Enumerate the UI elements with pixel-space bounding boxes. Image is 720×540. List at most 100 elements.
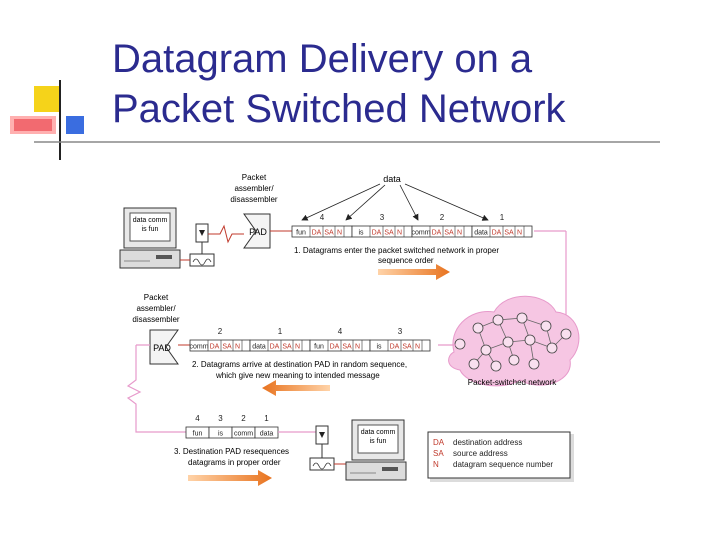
row1-payload: fun — [296, 230, 306, 237]
row1-payload: comm — [411, 230, 430, 237]
row2-sa: SA — [282, 344, 292, 351]
row1-da: DA — [492, 230, 502, 237]
row1-sequence-number: 3 — [380, 213, 385, 222]
row1-sa: SA — [324, 230, 334, 237]
row2-n: N — [415, 344, 420, 351]
source-terminal: data comm is fun — [119, 207, 181, 269]
step3-text-line2: datagrams in proper order — [188, 458, 281, 467]
slide-title-line-1: Datagram Delivery on a — [112, 37, 533, 81]
deco-yellow-square — [34, 86, 60, 112]
dest-screen-line2: is fun — [370, 438, 387, 445]
deco-blue-square — [66, 116, 84, 134]
row3-word-cell: fun — [185, 426, 210, 439]
dest-screen-line1: data comm — [361, 429, 396, 436]
packet-switched-network: Packet-switched network — [448, 295, 580, 387]
legend-abbr: SA — [433, 449, 444, 458]
row3-word-cell: data — [254, 426, 279, 439]
row2-sequence-number: 2 — [218, 327, 223, 336]
row3-packet-strip: fun 4 is 3 comm 2 data 1 — [185, 414, 279, 439]
network-cloud — [448, 295, 580, 387]
row1-n: N — [397, 230, 402, 237]
source-screen-line2: is fun — [142, 226, 159, 233]
row1-sequence-number: 2 — [440, 213, 445, 222]
row3-word: data — [260, 431, 274, 438]
data-arrows: data — [301, 174, 489, 221]
dest-pad-label: PAD — [153, 343, 171, 353]
row2-sequence-number: 1 — [278, 327, 283, 336]
step3-text-line1: 3. Destination PAD resequences — [174, 447, 289, 456]
row3-sequence-number: 2 — [241, 414, 246, 423]
dest-assembler-line2: assembler/ — [136, 304, 176, 313]
step2-text-line1: 2. Datagrams arrive at destination PAD i… — [192, 360, 407, 369]
dest-assembler-line3: disassembler — [132, 315, 179, 324]
step1-direction-arrow — [378, 264, 450, 280]
title-decoration — [10, 80, 660, 160]
step2-direction-arrow — [262, 380, 330, 396]
row1-da: DA — [312, 230, 322, 237]
row2-n: N — [295, 344, 300, 351]
row2-da: DA — [270, 344, 280, 351]
row2-sa: SA — [222, 344, 232, 351]
row2-da: DA — [390, 344, 400, 351]
source-assembler-line1: Packet — [242, 173, 267, 182]
row1-n: N — [517, 230, 522, 237]
legend-text: source address — [453, 449, 508, 458]
row2-payload: data — [252, 344, 266, 351]
step1-text-line2: sequence order — [378, 256, 434, 265]
row1-sequence-number: 1 — [500, 213, 505, 222]
row3-word-cell: comm — [231, 426, 256, 439]
step2-text-line2: which give new meaning to intended messa… — [215, 371, 380, 380]
row2-sa: SA — [342, 344, 352, 351]
row1-sequence-number: 4 — [320, 213, 325, 222]
dest-assembler-line1: Packet — [144, 293, 169, 302]
row1-sa: SA — [504, 230, 514, 237]
network-label: Packet-switched network — [468, 378, 557, 387]
source-screen — [129, 212, 171, 242]
source-cpu — [119, 249, 181, 269]
row3-word: comm — [234, 431, 253, 438]
source-assembler-line3: disassembler — [230, 195, 277, 204]
row2-sequence-number: 4 — [338, 327, 343, 336]
source-pad: Packet assembler/ disassembler PAD — [230, 173, 278, 249]
row1-n: N — [457, 230, 462, 237]
row2-sa: SA — [402, 344, 412, 351]
legend-text: datagram sequence number — [453, 460, 553, 469]
destination-terminal: data comm is fun — [345, 419, 407, 481]
row2-payload: fun — [314, 344, 324, 351]
row2-payload: comm — [189, 344, 208, 351]
source-modem — [180, 223, 244, 267]
row2-da: DA — [330, 344, 340, 351]
row3-sequence-number: 3 — [218, 414, 223, 423]
row1-payload: data — [474, 230, 488, 237]
legend-abbr: DA — [433, 438, 445, 447]
destination-modem — [309, 425, 346, 471]
row3-sequence-number: 4 — [195, 414, 200, 423]
row1-payload: is — [358, 230, 364, 237]
legend-box — [427, 431, 571, 479]
data-label: data — [383, 174, 401, 184]
dest-cpu — [345, 461, 407, 481]
legend-abbr: N — [433, 460, 439, 469]
row2-sequence-number: 3 — [398, 327, 403, 336]
row1-sa: SA — [444, 230, 454, 237]
step3-direction-arrow — [188, 470, 272, 486]
row3-word: is — [218, 431, 224, 438]
row2-n: N — [235, 344, 240, 351]
destination-pad: Packet assembler/ disassembler PAD — [132, 293, 180, 365]
step1-text-line1: 1. Datagrams enter the packet switched n… — [294, 246, 499, 255]
slide-title-line-2: Packet Switched Network — [112, 87, 566, 131]
source-screen-line1: data comm — [133, 217, 168, 224]
row3-sequence-number: 1 — [264, 414, 269, 423]
